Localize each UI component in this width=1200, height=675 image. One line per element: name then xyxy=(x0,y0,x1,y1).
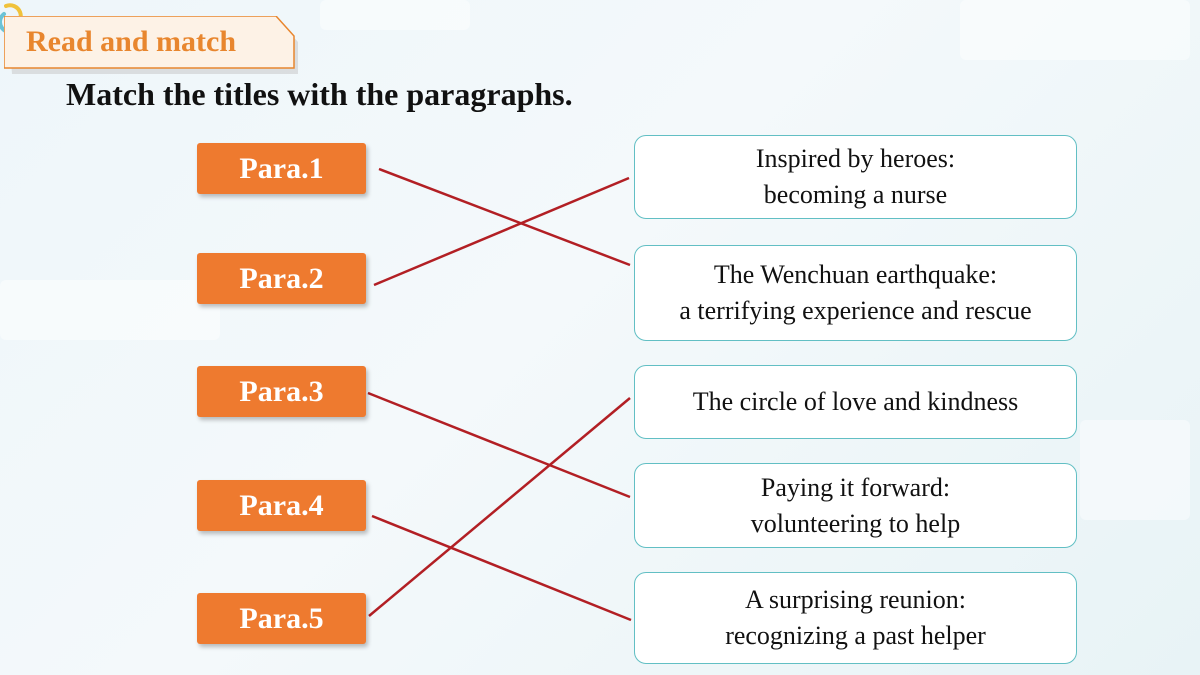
section-banner: Read and match xyxy=(4,16,298,74)
background-shape xyxy=(1080,420,1190,520)
background-shape xyxy=(320,0,470,30)
banner-shape xyxy=(4,16,298,74)
title-box-5[interactable]: A surprising reunion: recognizing a past… xyxy=(634,572,1077,664)
connector-line-5 xyxy=(368,397,631,617)
para-box-4[interactable]: Para.4 xyxy=(197,480,366,531)
title-line: A surprising reunion: xyxy=(745,585,966,614)
background-shape xyxy=(0,280,220,340)
title-line: The Wenchuan earthquake: xyxy=(713,260,998,289)
instruction-text: Match the titles with the paragraphs. xyxy=(66,76,573,112)
title-line: a terrifying experience and rescue xyxy=(679,296,1032,325)
title-box-2[interactable]: The Wenchuan earthquake: a terrifying ex… xyxy=(634,245,1077,341)
connector-line-4 xyxy=(371,514,632,622)
title-box-1[interactable]: Inspired by heroes: becoming a nurse xyxy=(634,135,1077,219)
para-label: Para.2 xyxy=(239,261,324,295)
title-line: Inspired by heroes: xyxy=(755,144,956,173)
para-label: Para.1 xyxy=(239,151,324,185)
connector-line-2 xyxy=(373,176,630,287)
title-line: becoming a nurse xyxy=(763,180,948,209)
para-label: Para.5 xyxy=(239,601,324,635)
title-line: recognizing a past helper xyxy=(725,621,986,650)
para-label: Para.4 xyxy=(239,488,324,522)
background-shape xyxy=(960,0,1190,60)
banner-title: Read and match xyxy=(26,25,237,58)
para-label: Para.3 xyxy=(239,374,324,408)
para-box-5[interactable]: Para.5 xyxy=(197,593,366,644)
title-box-4[interactable]: Paying it forward: volunteering to help xyxy=(634,463,1077,548)
para-box-3[interactable]: Para.3 xyxy=(197,366,366,417)
connector-line-3 xyxy=(367,391,631,499)
title-line: The circle of love and kindness xyxy=(692,387,1019,416)
para-box-2[interactable]: Para.2 xyxy=(197,253,366,304)
title-line: volunteering to help xyxy=(750,508,961,538)
connector-line-1 xyxy=(378,167,631,267)
para-box-1[interactable]: Para.1 xyxy=(197,143,366,194)
title-line: Paying it forward: xyxy=(760,472,951,502)
title-box-3[interactable]: The circle of love and kindness xyxy=(634,365,1077,439)
